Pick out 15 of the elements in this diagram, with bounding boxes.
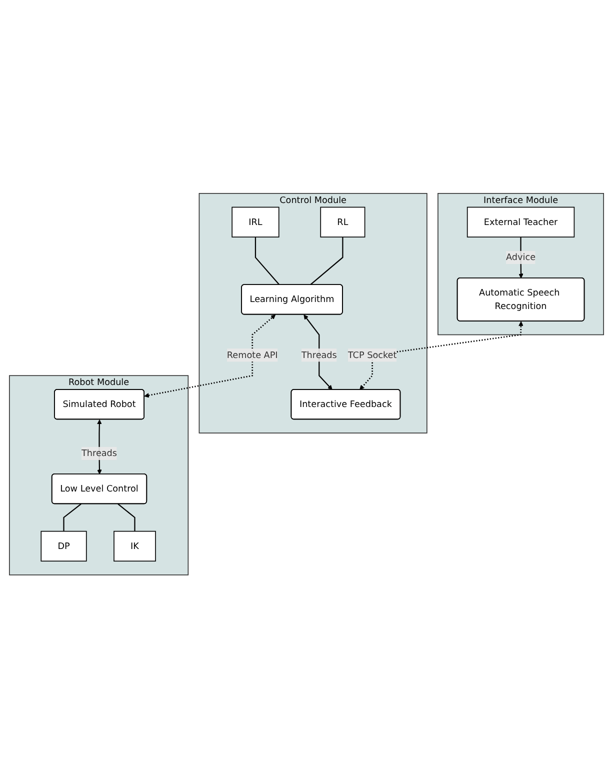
edge-label: TCP Socket xyxy=(348,349,397,360)
connector xyxy=(254,236,280,285)
node-box: IK xyxy=(114,530,156,562)
node-box: IRL xyxy=(232,206,280,238)
connector xyxy=(118,503,136,532)
edge-label: Advice xyxy=(506,252,536,262)
connector xyxy=(310,236,344,286)
connector xyxy=(63,503,82,532)
edge-label: Threads xyxy=(82,448,117,458)
node-box: External Teacher xyxy=(466,206,575,238)
edge-label: Remote API xyxy=(226,349,278,360)
arrow xyxy=(144,314,276,398)
edge-label: Threads xyxy=(301,349,337,360)
node-box: DP xyxy=(40,530,87,562)
node-box: RL xyxy=(320,206,366,238)
